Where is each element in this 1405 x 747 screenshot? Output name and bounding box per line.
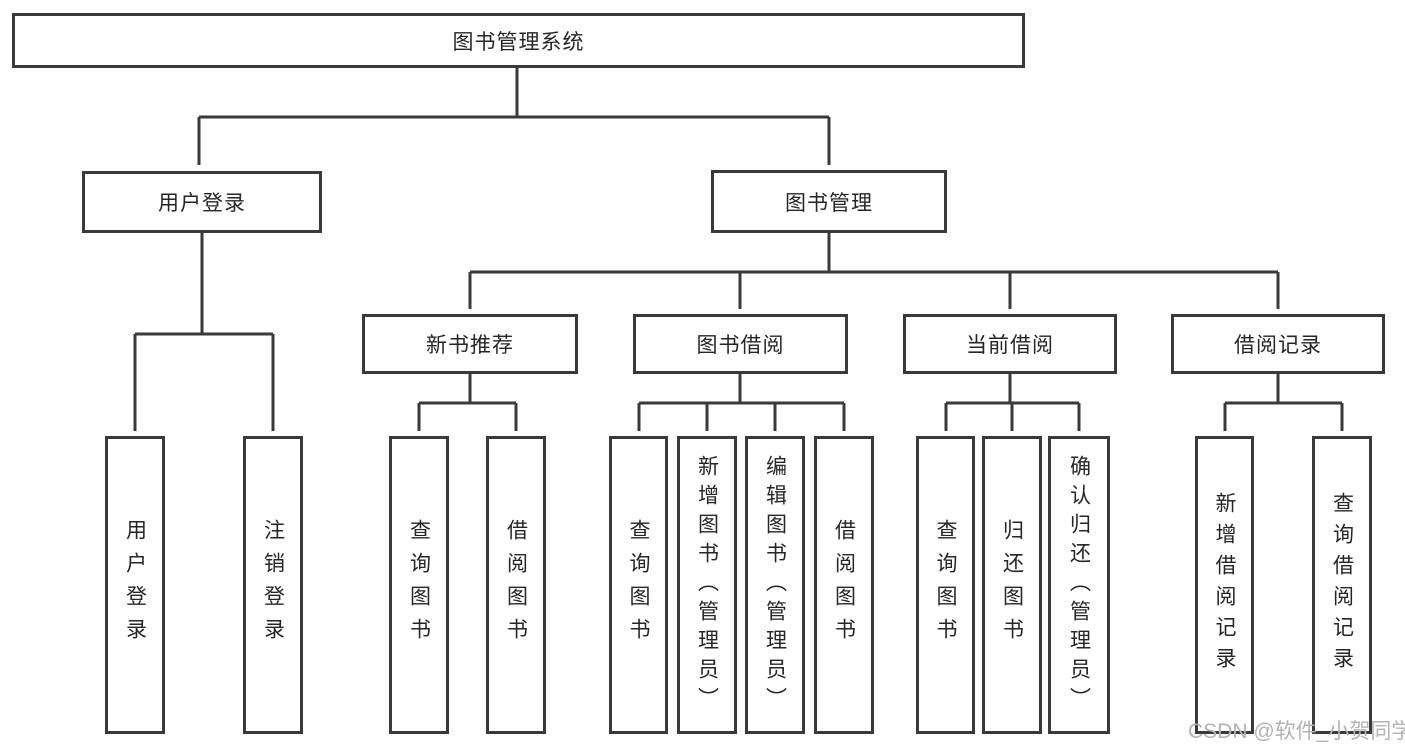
node-leaf-user-login: 用户登录 (105, 436, 165, 734)
node-book-borrow: 图书借阅 (633, 314, 848, 374)
node-cb-return-book-label: 归还图书 (1000, 519, 1024, 651)
node-cb-return-book: 归还图书 (982, 436, 1042, 734)
node-borrow-records-label: 借阅记录 (1234, 334, 1322, 357)
node-bb-edit-book-label: 编辑图书（管理员） (763, 454, 787, 716)
node-bb-query-book: 查询图书 (609, 436, 668, 734)
node-bb-add-book-label: 新增图书（管理员） (695, 454, 719, 716)
node-cb-confirm-return-label: 确认归还（管理员） (1067, 454, 1091, 716)
node-nb-query-book-label: 查询图书 (407, 519, 431, 651)
node-current-borrow-label: 当前借阅 (966, 334, 1054, 357)
node-root-label: 图书管理系统 (452, 30, 585, 54)
node-bb-borrow-book: 借阅图书 (814, 436, 874, 734)
node-br-query-record-label: 查询借阅记录 (1330, 492, 1354, 678)
node-root: 图书管理系统 (12, 13, 1025, 68)
node-nb-borrow-book-label: 借阅图书 (504, 519, 528, 651)
node-cb-confirm-return: 确认归还（管理员） (1048, 436, 1110, 734)
node-nb-query-book: 查询图书 (389, 436, 449, 734)
node-br-add-record-label: 新增借阅记录 (1213, 492, 1236, 678)
node-br-add-record: 新增借阅记录 (1195, 436, 1254, 734)
node-bb-query-book-label: 查询图书 (627, 519, 650, 651)
node-leaf-logout: 注销登录 (243, 436, 303, 734)
watermark: CSDN @软件_小贺同学 (1188, 720, 1405, 743)
node-br-query-record: 查询借阅记录 (1312, 436, 1372, 734)
node-bb-borrow-book-label: 借阅图书 (832, 519, 856, 651)
node-leaf-logout-label: 注销登录 (261, 519, 285, 651)
node-bb-edit-book: 编辑图书（管理员） (745, 436, 805, 734)
node-book-borrow-label: 图书借阅 (696, 334, 785, 357)
node-new-book-recommend: 新书推荐 (362, 314, 578, 374)
node-current-borrow: 当前借阅 (903, 314, 1117, 374)
node-leaf-user-login-label: 用户登录 (123, 519, 147, 651)
node-nb-borrow-book: 借阅图书 (486, 436, 546, 734)
node-book-management-label: 图书管理 (785, 191, 873, 215)
node-new-book-recommend-label: 新书推荐 (426, 334, 514, 357)
node-book-management: 图书管理 (711, 170, 947, 233)
node-borrow-records: 借阅记录 (1171, 314, 1385, 374)
node-bb-add-book: 新增图书（管理员） (677, 436, 737, 734)
node-user-login-label: 用户登录 (158, 192, 246, 215)
node-cb-query-book-label: 查询图书 (934, 519, 957, 651)
node-cb-query-book: 查询图书 (916, 436, 975, 734)
node-user-login: 用户登录 (82, 171, 322, 233)
